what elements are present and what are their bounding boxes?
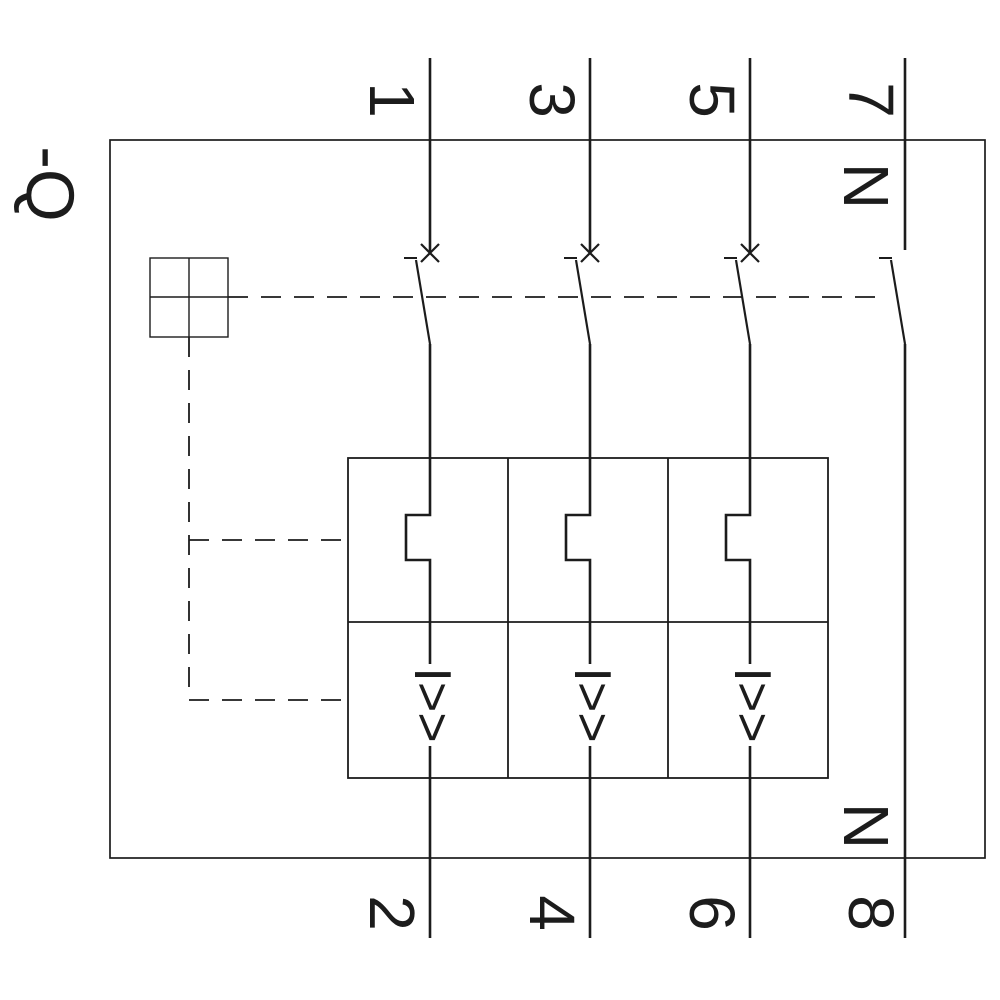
trip-unit-grid: [347, 457, 829, 779]
pole-2-contact-cross-icon: [580, 243, 600, 263]
terminal-label-top-5: 5: [676, 82, 748, 118]
terminal-label-bottom-4: 4: [516, 895, 588, 931]
trip-unit-outline: [347, 457, 829, 779]
neutral-label-bottom: N: [830, 803, 902, 849]
pole-3-contact-cross-icon: [740, 243, 760, 263]
breaker-body-outline: [109, 139, 986, 859]
magnetic-trip-label-3: I>>: [723, 667, 781, 742]
pole-1: 1 2 I>>: [356, 58, 461, 938]
pole-1-conductor-thermal-trip: [404, 344, 432, 664]
pole-2-conductor-thermal-trip: [564, 344, 592, 664]
terminal-label-bottom-6: 6: [676, 895, 748, 931]
neutral-label-top: N: [830, 163, 902, 209]
pole-1-contact-blade: [414, 259, 432, 345]
pole-2: 3 4 I>>: [516, 58, 621, 938]
terminal-label-top-7: 7: [835, 82, 907, 118]
mechanical-linkage: [188, 296, 888, 701]
terminal-label-top-3: 3: [516, 82, 588, 118]
device-designation-label: -Q: [12, 146, 88, 222]
pole-2-contact-blade: [574, 259, 592, 345]
magnetic-trip-label-1: I>>: [403, 667, 461, 742]
actuator-symbol: [149, 257, 229, 338]
pole-3-contact-blade: [734, 259, 752, 345]
terminal-label-bottom-8: 8: [835, 895, 907, 931]
pole-3-conductor-thermal-trip: [724, 344, 752, 664]
pole-neutral-contact-blade: [889, 259, 907, 345]
pole-neutral: 7 8 N N: [830, 58, 907, 938]
pole-3: 5 6 I>>: [676, 58, 781, 938]
terminal-label-top-1: 1: [356, 82, 428, 118]
magnetic-trip-label-2: I>>: [563, 667, 621, 742]
terminal-label-bottom-2: 2: [356, 895, 428, 931]
pole-1-contact-cross-icon: [420, 243, 440, 263]
